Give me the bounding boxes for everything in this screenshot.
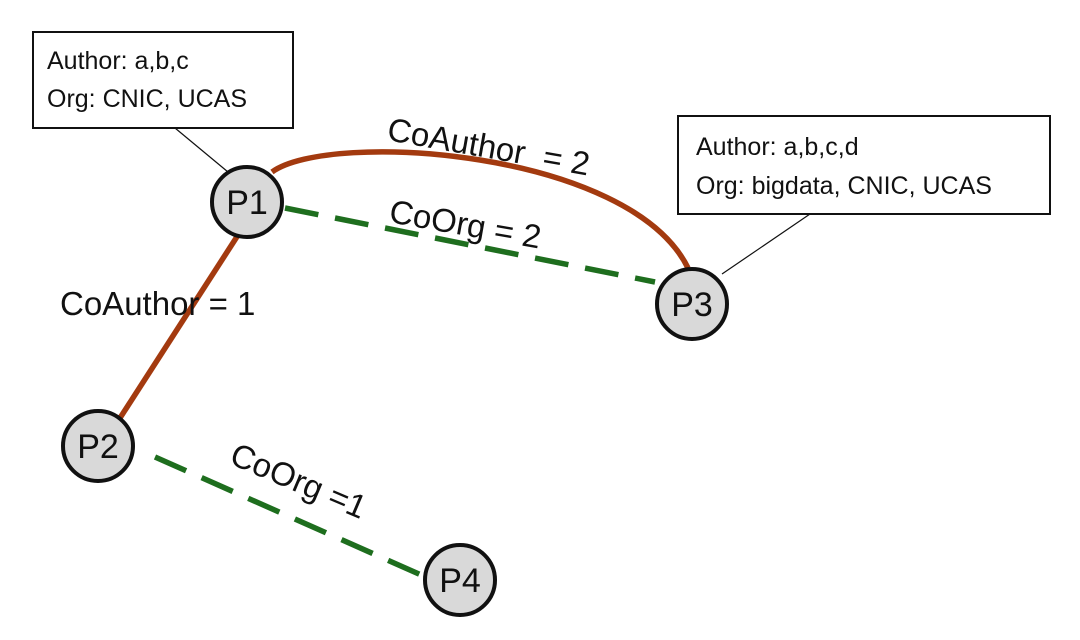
node-p1-label: P1 [226,184,268,222]
node-p2-circle [61,409,135,483]
node-p1-circle [210,165,284,239]
node-p2-label: P2 [77,428,119,466]
edge-label-p1-p3-coauthor: CoAuthor = 2 [385,110,593,182]
edge-p1-p3-coauthor [270,149,691,270]
node-p2: P2 [61,409,135,483]
node-p3-circle [655,267,729,341]
p3-org-text: Org: bigdata, CNIC, UCAS [696,172,992,200]
p3-info-box [677,115,1051,215]
p1-org-text: Org: CNIC, UCAS [47,85,247,113]
p1-info-box [32,31,294,129]
edge-p1-p2-coauthor [117,230,243,420]
p3-info-leader-line [721,213,811,275]
p1-info-leader-line [174,127,229,173]
node-p1: P1 [210,165,284,239]
edge-label-p2-p4-coorg: CoOrg =1 [225,435,372,525]
edge-p1-p3-coorg [284,205,656,285]
node-p4: P4 [423,543,497,617]
node-p4-circle [423,543,497,617]
p1-author-text: Author: a,b,c [47,47,189,75]
node-p4-label: P4 [439,562,481,600]
node-p3: P3 [655,267,729,341]
p3-author-text: Author: a,b,c,d [696,133,859,161]
edge-label-p1-p2-coauthor: CoAuthor = 1 [60,285,255,322]
node-p3-label: P3 [671,286,713,324]
